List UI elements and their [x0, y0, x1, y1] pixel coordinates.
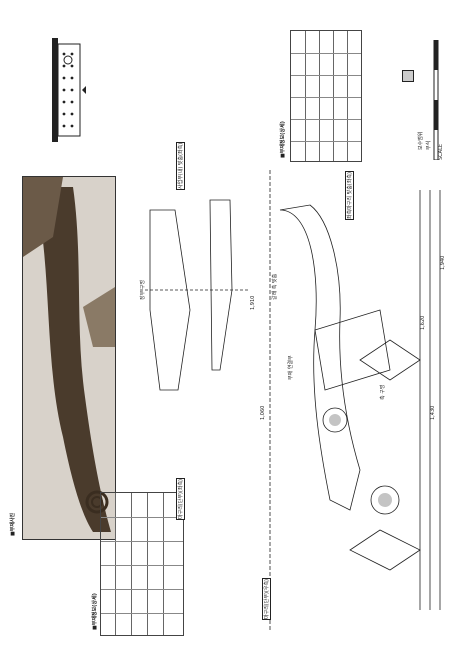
- elevation-drawings: [140, 170, 441, 630]
- scale-bar: [433, 40, 439, 160]
- right-table-header: ■부재정보(상세): [280, 121, 286, 158]
- right-info-table: [290, 30, 362, 162]
- left-table-header: ■부재정보(상세): [92, 593, 98, 630]
- dim-label-2: 1,620: [420, 315, 426, 330]
- detail-title-4: 좌측마구리 맞춤(좌측): [345, 171, 354, 220]
- legend: 보수범위 부식 균열: [400, 70, 440, 160]
- callout-1: 부재 연결부: [288, 355, 294, 380]
- callout-3: 촉 구멍: [380, 384, 386, 400]
- scale-label: SCALE: [438, 143, 444, 160]
- left-info-table: [100, 492, 184, 636]
- detail-title-1: 사업부(내) 맞춤(좌측): [176, 141, 185, 190]
- dim-label-1: 1,060: [260, 405, 266, 420]
- dim-label-3: 1,430: [430, 405, 436, 420]
- member-photo: [22, 176, 116, 540]
- callout-0: 갈래 촉 맞춤: [272, 273, 278, 300]
- detail-title-2: 마구리(단부)(좌측): [176, 477, 185, 520]
- legend-item-0: 보수범위: [418, 131, 424, 150]
- dim-label-0: 1,910: [250, 295, 256, 310]
- key-plan: [52, 38, 86, 142]
- callout-2: 장부 구멍: [140, 280, 146, 300]
- dim-label-4: 1,940: [440, 255, 446, 270]
- photo-title: ■부재사진: [10, 512, 16, 536]
- detail-title-3: 마구리(단부)(우측): [262, 577, 271, 620]
